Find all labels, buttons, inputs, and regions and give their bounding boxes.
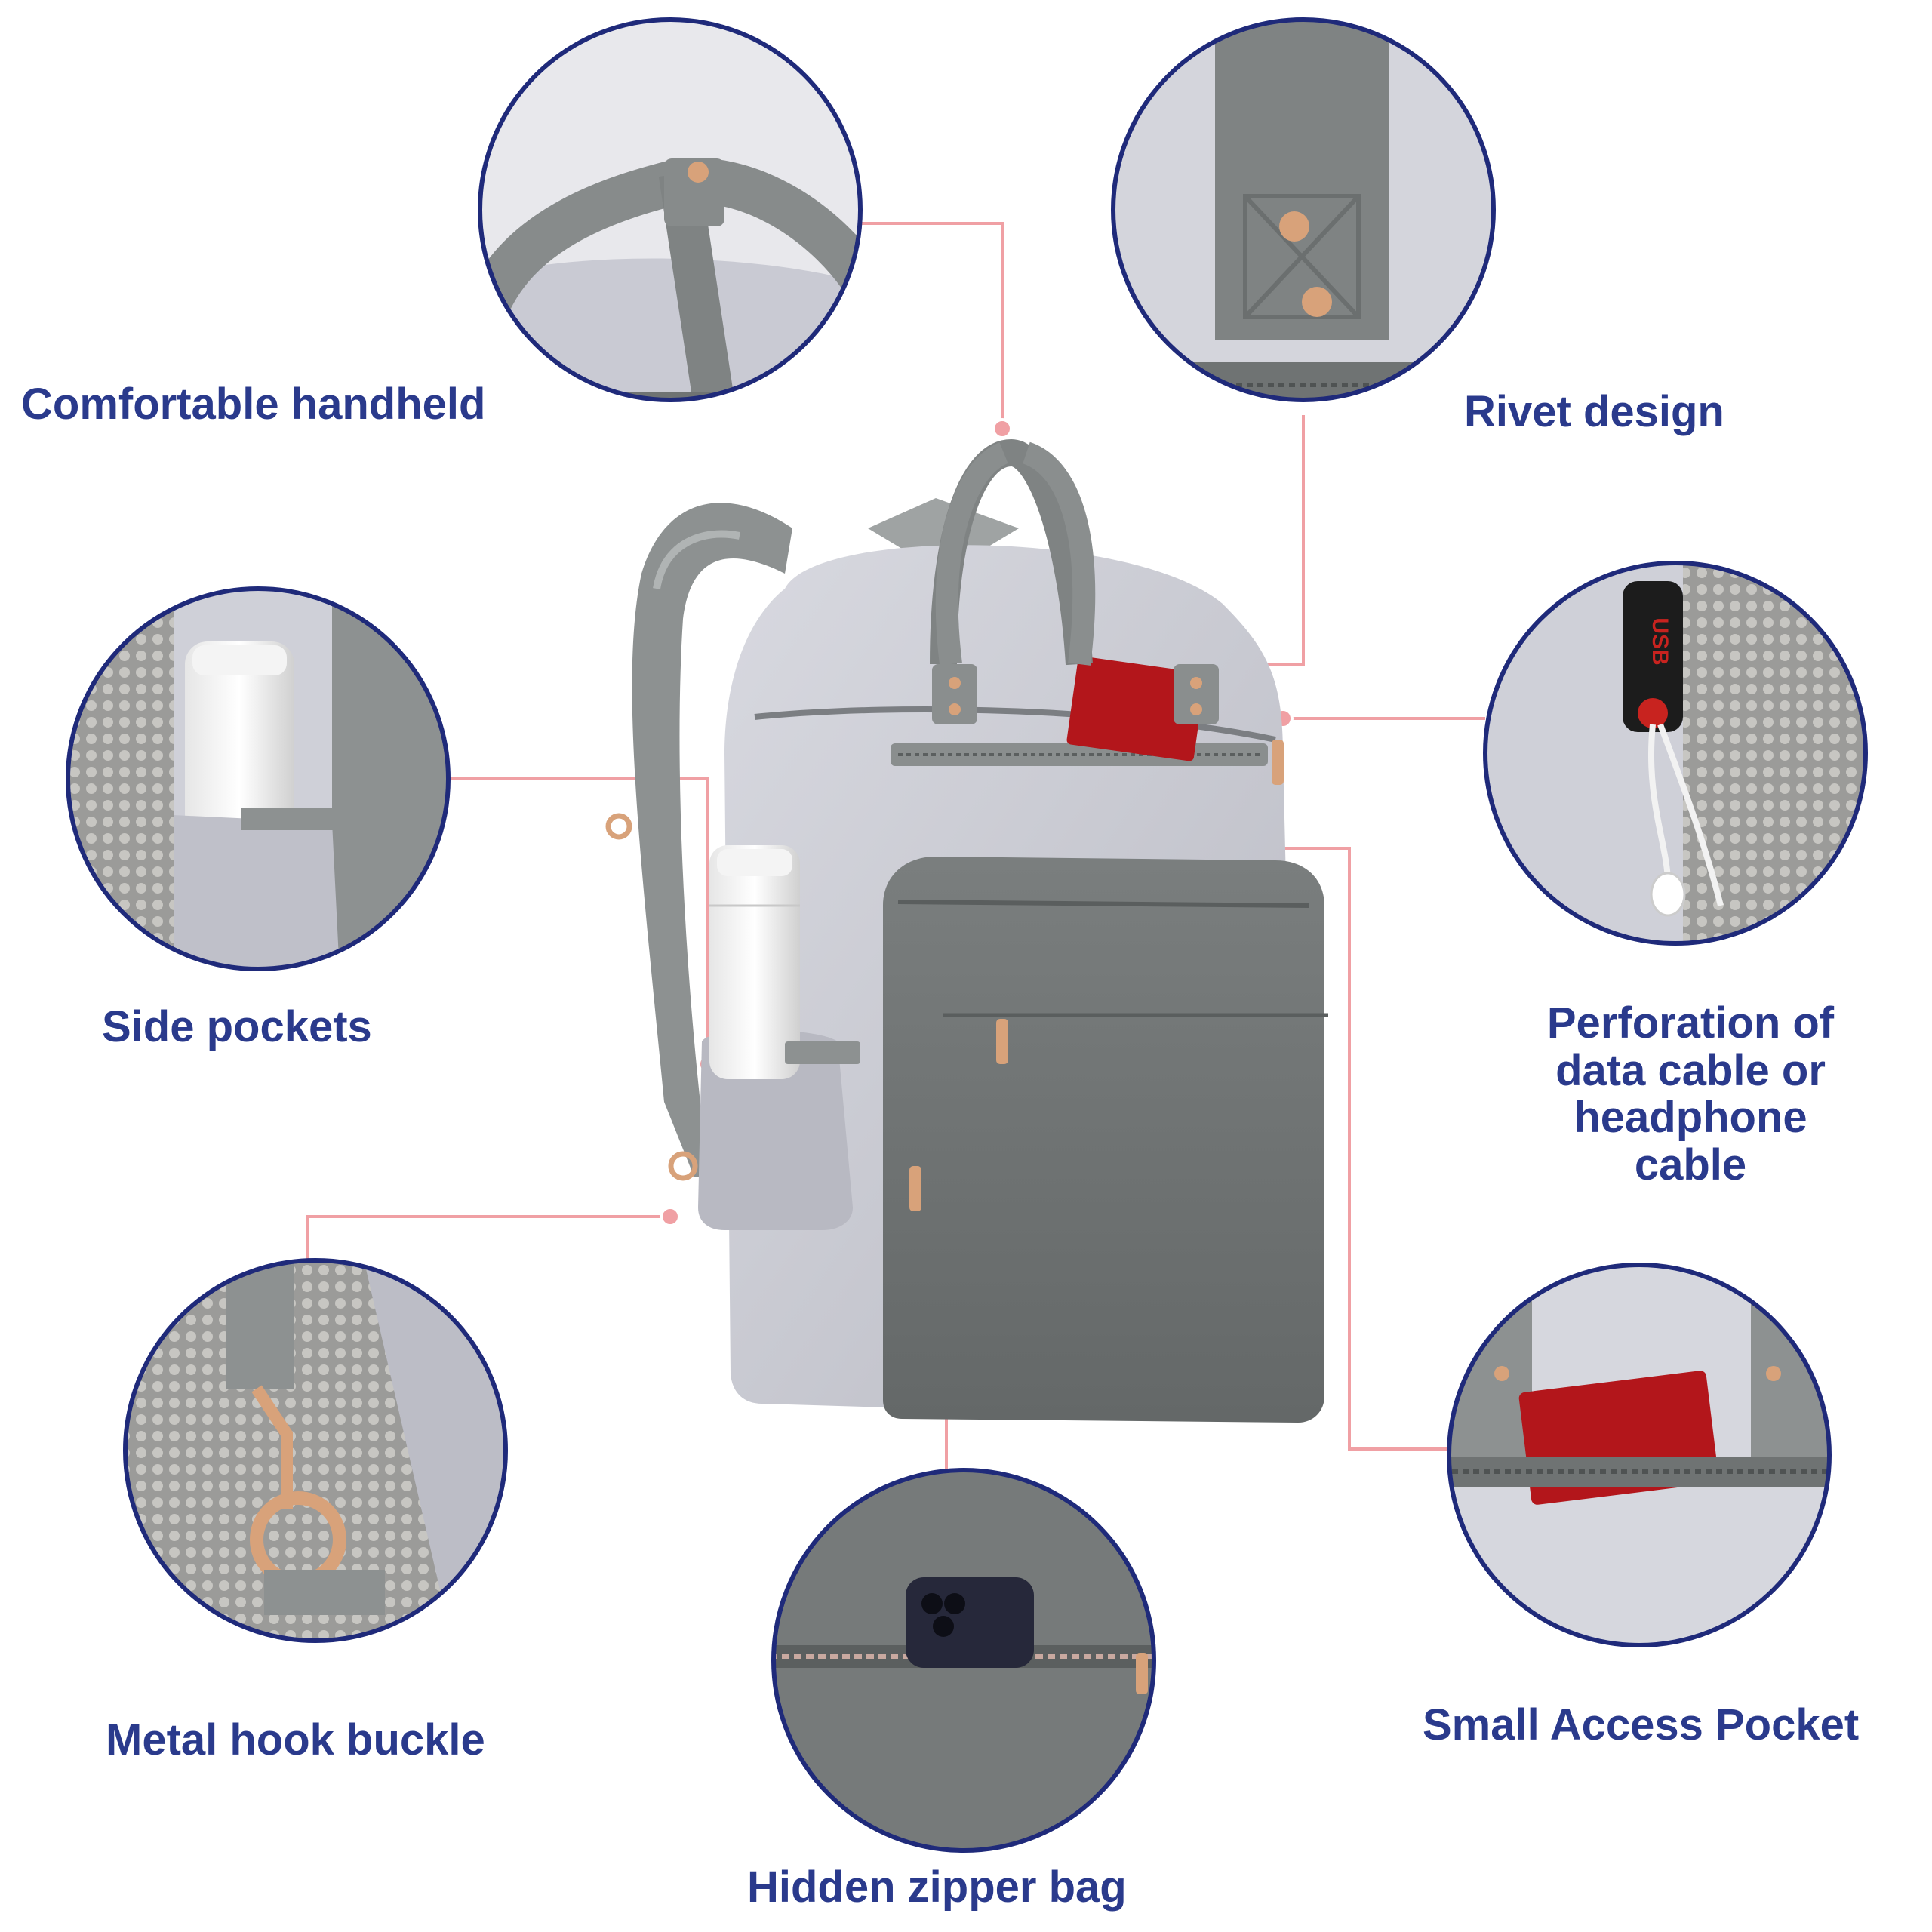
detail-circle-hidden-zipper <box>771 1468 1156 1853</box>
detail-circle-access-pocket <box>1447 1263 1832 1647</box>
label-perforation-line-1: Perforation of <box>1546 998 1835 1048</box>
label-small-access-pocket: Small Access Pocket <box>1423 1700 1860 1749</box>
detail-circle-hook-buckle <box>123 1258 508 1643</box>
usb-label: USB <box>1647 617 1672 665</box>
label-perforation-line-3: headphone <box>1574 1093 1807 1143</box>
label-perforation-line-4: cable <box>1634 1140 1747 1189</box>
label-perforation-line-2: data cable or <box>1555 1045 1826 1095</box>
detail-circle-rivet <box>1111 17 1496 402</box>
label-rivet-design: Rivet design <box>1464 387 1724 436</box>
label-perforation: Perforation of data cable or headphone c… <box>1494 998 1887 1189</box>
detail-circle-side-pockets <box>66 586 451 971</box>
detail-circle-handheld <box>478 17 863 402</box>
detail-circle-usb-port: USB <box>1483 561 1868 946</box>
label-comfortable-handheld: Comfortable handheld <box>21 380 486 429</box>
label-metal-hook-buckle: Metal hook buckle <box>106 1715 485 1764</box>
label-hidden-zipper-bag: Hidden zipper bag <box>747 1863 1127 1912</box>
backpack-illustration <box>605 438 1328 1423</box>
label-side-pockets: Side pockets <box>102 1002 372 1051</box>
